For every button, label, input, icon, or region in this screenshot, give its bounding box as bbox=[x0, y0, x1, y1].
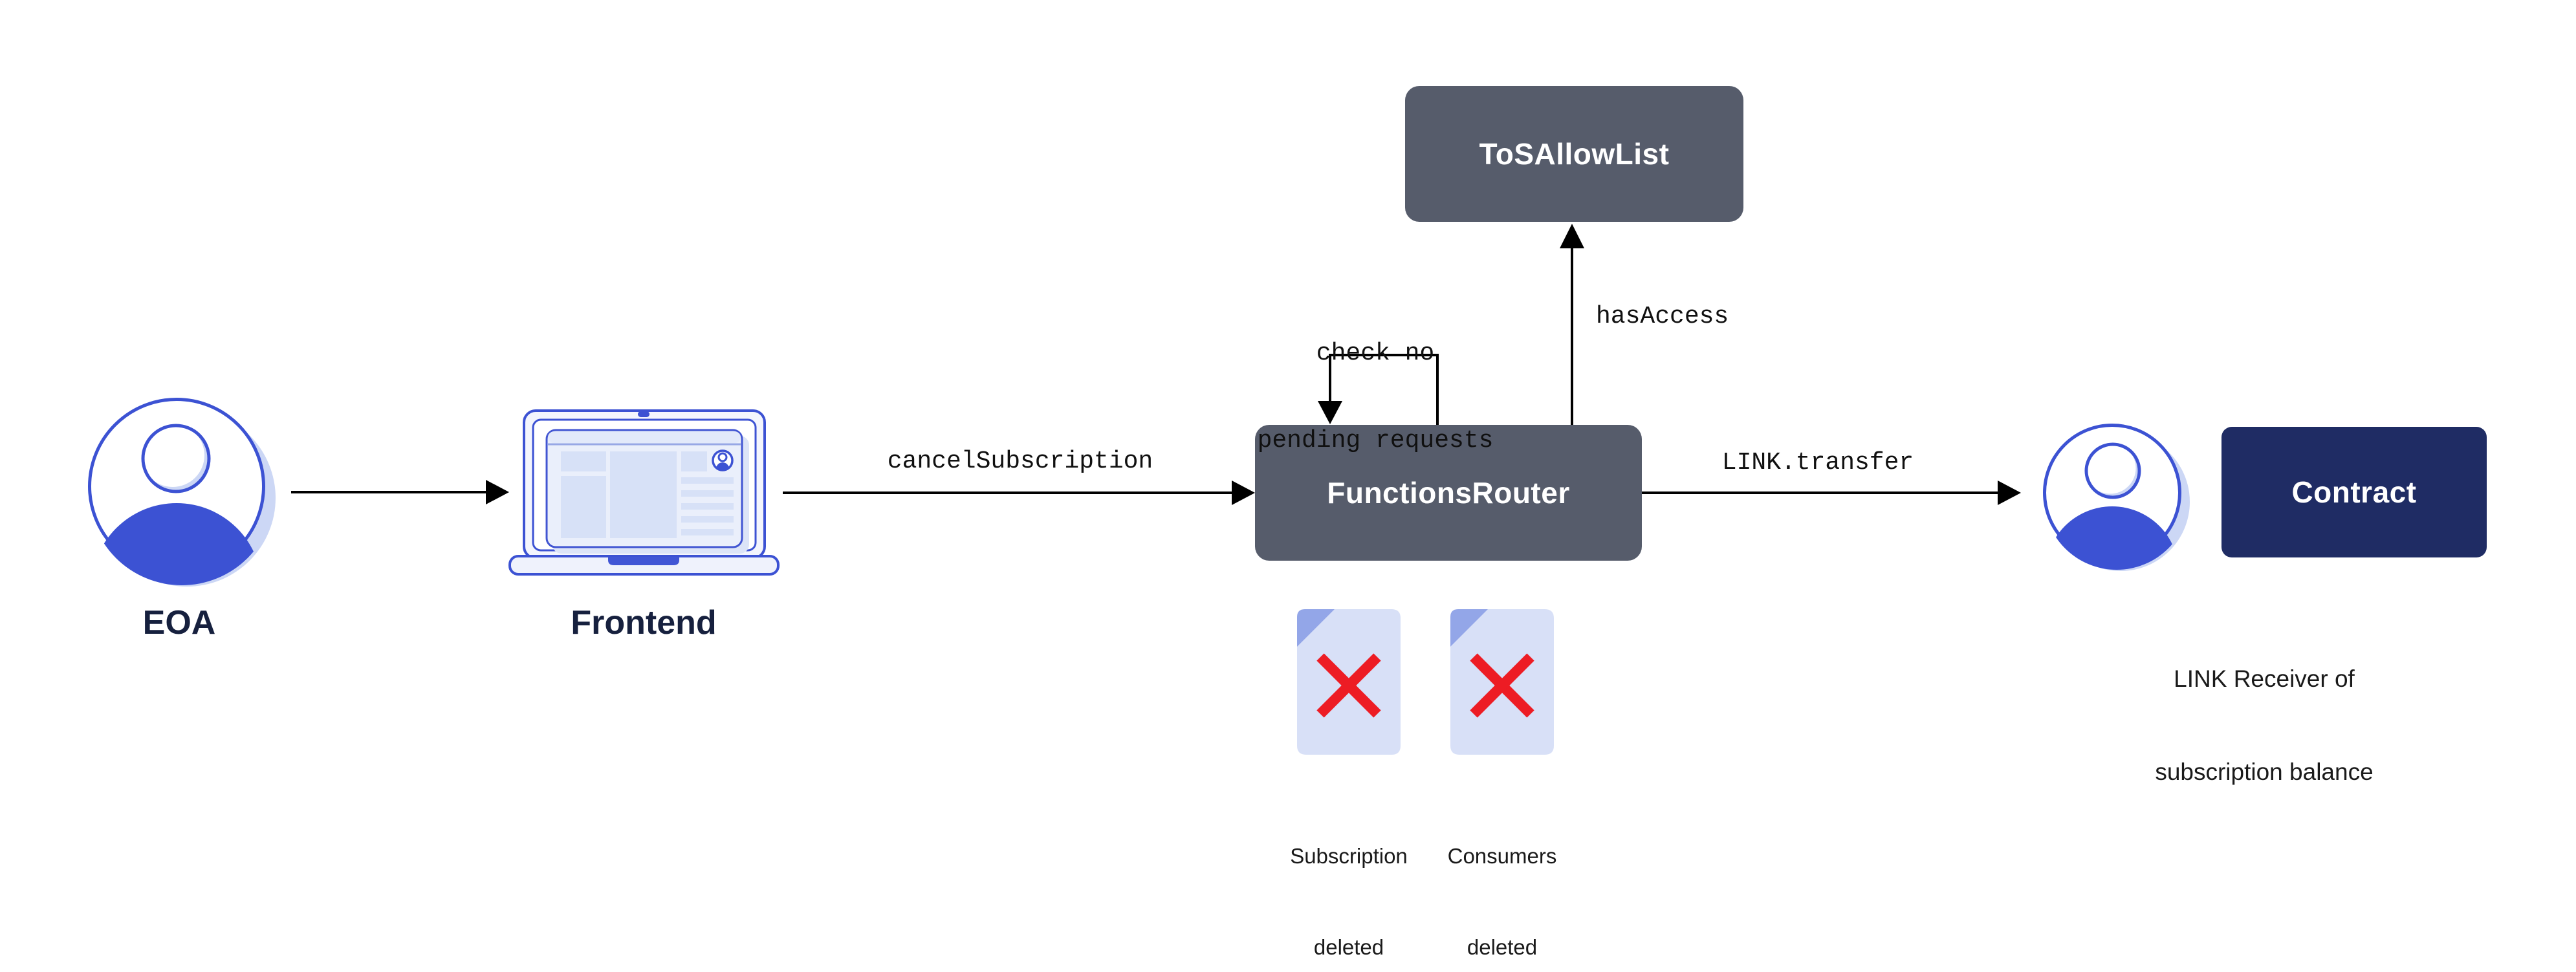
caption-consumers-deleted-line1: Consumers bbox=[1447, 844, 1557, 868]
eoa-person-icon bbox=[88, 398, 276, 587]
node-tos-allow-list: ToSAllowList bbox=[1405, 86, 1743, 222]
red-x-icon bbox=[1470, 653, 1534, 718]
caption-subscription-deleted: Subscription deleted bbox=[1219, 780, 1478, 972]
caption-link-receiver-line2: subscription balance bbox=[2155, 759, 2374, 785]
subscription-deleted-doc-icon bbox=[1297, 609, 1401, 755]
caption-subscription-deleted-line2: deleted bbox=[1313, 935, 1384, 959]
caption-consumers-deleted: Consumers deleted bbox=[1373, 780, 1632, 972]
node-contract: Contract bbox=[2221, 427, 2487, 557]
caption-consumers-deleted-line2: deleted bbox=[1467, 935, 1538, 959]
arrow-check-pending-self-loop bbox=[1318, 354, 1439, 425]
arrow-link-transfer bbox=[1642, 481, 2021, 505]
node-functions-router-label: FunctionsRouter bbox=[1327, 476, 1570, 510]
caption-link-receiver: LINK Receiver of subscription balance bbox=[2102, 601, 2426, 850]
edge-label-has-access: hasAccess bbox=[1596, 303, 1729, 330]
node-contract-label: Contract bbox=[2291, 475, 2417, 509]
browser-avatar-icon bbox=[712, 449, 734, 471]
arrow-has-access bbox=[1560, 224, 1584, 425]
arrow-cancel-subscription bbox=[783, 481, 1255, 505]
arrow-eoa-to-frontend bbox=[291, 480, 509, 504]
caption-link-receiver-line1: LINK Receiver of bbox=[2174, 665, 2355, 692]
node-label-frontend: Frontend bbox=[571, 604, 717, 642]
laptop-icon bbox=[508, 409, 780, 576]
node-functions-router: FunctionsRouter bbox=[1255, 425, 1642, 561]
edge-label-check-pending: check no pending requests bbox=[1214, 281, 1537, 513]
consumers-deleted-doc-icon bbox=[1450, 609, 1554, 755]
red-x-icon bbox=[1316, 653, 1381, 718]
receiver-person-icon bbox=[2043, 424, 2190, 571]
edge-label-check-pending-line1: check no bbox=[1316, 340, 1435, 367]
edge-label-check-pending-line2: pending requests bbox=[1257, 427, 1494, 455]
node-label-eoa: EOA bbox=[142, 604, 216, 642]
caption-subscription-deleted-line1: Subscription bbox=[1290, 844, 1408, 868]
node-tos-allow-list-label: ToSAllowList bbox=[1479, 137, 1670, 171]
edge-label-link-transfer: LINK.transfer bbox=[1721, 449, 1914, 477]
edge-label-cancel-subscription: cancelSubscription bbox=[887, 448, 1153, 475]
